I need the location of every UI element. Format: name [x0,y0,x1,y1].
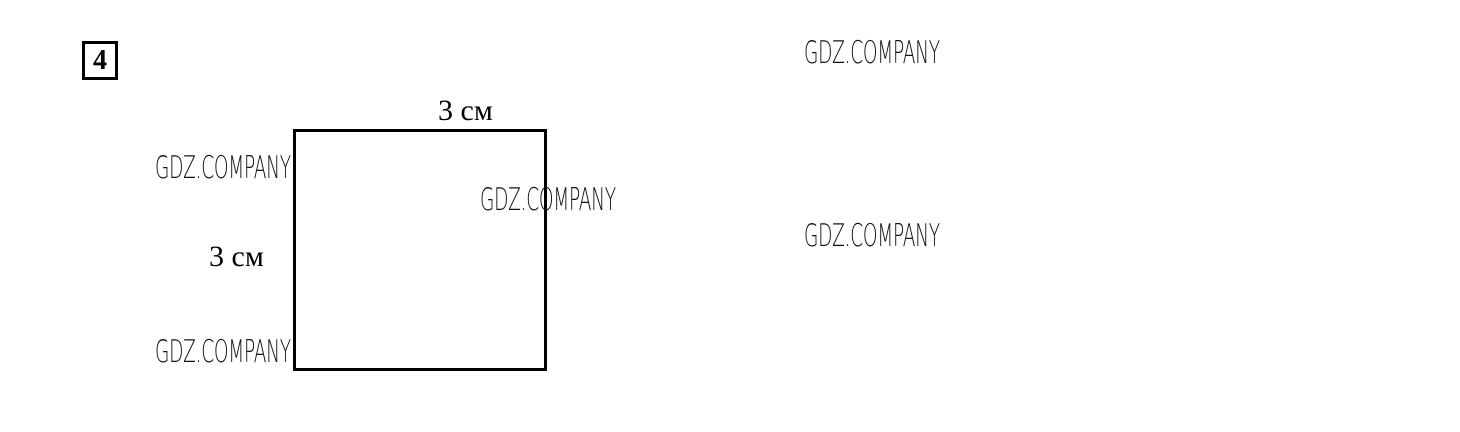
watermark: GDZ.COMPANY [155,334,291,370]
square-shape [293,129,547,371]
watermark: GDZ.COMPANY [804,35,940,71]
left-side-label: 3 см [209,240,264,273]
task-number-badge: 4 [82,41,118,80]
watermark: GDZ.COMPANY [480,182,616,218]
watermark: GDZ.COMPANY [155,150,291,186]
top-side-label: 3 см [438,94,493,127]
watermark: GDZ.COMPANY [804,218,940,254]
